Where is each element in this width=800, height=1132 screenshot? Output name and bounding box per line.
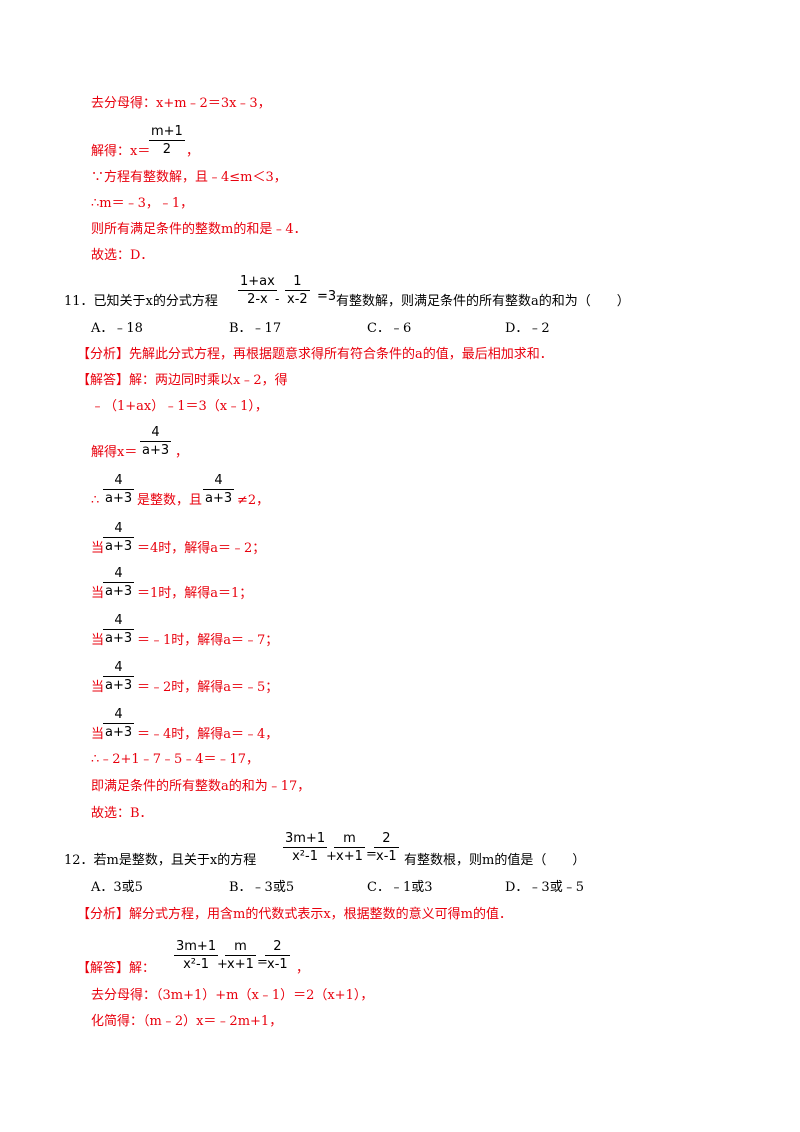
case-result: ＝﹣2时，解得a＝﹣5； <box>137 680 279 695</box>
q11-cond-end: ≠2， <box>237 493 270 508</box>
q11-stem-end: 有整数解，则满足条件的所有整数a的和为（ ） <box>336 294 630 309</box>
q12-answer-intro: 【解答】解： <box>77 961 156 976</box>
case-result: ＝﹣4时，解得a＝﹣4， <box>137 727 279 742</box>
q12-step-2: 化简得：（m﹣2）x＝﹣2m+1， <box>91 1014 283 1029</box>
q12-answer-comma: ， <box>296 961 310 976</box>
q11-solution-label: 解得x＝ <box>91 445 138 460</box>
case-result: ＝﹣1时，解得a＝﹣7； <box>137 633 279 648</box>
q11-solution-fraction: 4 a+3 <box>140 425 172 458</box>
q11-cond-prefix: ∴ <box>91 493 100 508</box>
answer-choice: 故选：D． <box>91 248 154 263</box>
q12-answer-equals: = <box>257 955 268 970</box>
case-fraction: 4 a+3 <box>103 660 135 693</box>
q12-answer-fraction-2: m x+1 <box>225 939 256 972</box>
q12-option-b[interactable]: B．﹣3或5 <box>229 880 295 895</box>
q12-answer-fraction-1: 3m+1 x²-1 <box>174 939 219 972</box>
case-prefix: 当 <box>91 680 105 695</box>
sum-statement: 则所有满足条件的整数m的和是﹣4． <box>91 222 307 237</box>
case-result: ＝1时，解得a＝1； <box>137 586 253 601</box>
q11-cond-fraction-2: 4 a+3 <box>203 473 235 506</box>
q11-sum: ∴﹣2+1﹣7﹣5﹣4＝﹣17， <box>91 752 260 767</box>
case-prefix: 当 <box>91 727 105 742</box>
q11-option-d[interactable]: D．﹣2 <box>505 321 550 336</box>
q11-equals: =3 <box>317 289 337 304</box>
q12-option-d[interactable]: D．﹣3或﹣5 <box>505 880 584 895</box>
q12-answer-plus: + <box>217 957 228 972</box>
case-fraction: 4 a+3 <box>103 566 135 599</box>
q11-conclusion: 即满足条件的所有整数a的和为﹣17， <box>91 779 311 794</box>
q11-choice: 故选：B． <box>91 806 153 821</box>
q12-fraction-3: 2 x-1 <box>374 831 399 864</box>
q12-stem-end: 有整数根，则m的值是（ ） <box>404 853 586 868</box>
solution-comma: ， <box>186 144 200 159</box>
q11-cond-middle: 是整数，且 <box>137 493 203 508</box>
solution-fraction: m+1 2 <box>149 124 185 157</box>
q11-cond-fraction-1: 4 a+3 <box>103 473 135 506</box>
integer-condition: ∵方程有整数解，且﹣4≤m＜3， <box>91 170 287 185</box>
q11-fraction-1: 1+ax 2-x <box>238 274 277 307</box>
case-prefix: 当 <box>91 541 105 556</box>
q11-step-1: ﹣（1+ax）﹣1＝3（x﹣1）， <box>91 399 268 414</box>
q12-option-a[interactable]: A．3或5 <box>91 880 143 895</box>
step-clear-denominator: 去分母得：x+m﹣2＝3x﹣3， <box>91 96 271 111</box>
case-prefix: 当 <box>91 586 105 601</box>
q12-fraction-2: m x+1 <box>334 831 365 864</box>
case-prefix: 当 <box>91 633 105 648</box>
m-values: ∴m＝﹣3，﹣1， <box>91 196 194 211</box>
q12-analysis: 【分析】解分式方程，用含m的代数式表示x，根据整数的意义可得m的值． <box>77 907 512 922</box>
case-result: ＝4时，解得a＝﹣2； <box>137 541 266 556</box>
q11-answer-intro: 【解答】解：两边同时乘以x﹣2，得 <box>77 373 288 388</box>
q12-option-c[interactable]: C．﹣1或3 <box>367 880 433 895</box>
q12-stem: 12．若m是整数，且关于x的方程 <box>64 853 257 868</box>
q11-stem: 11．已知关于x的分式方程 <box>64 294 218 309</box>
q11-fraction-2: 1 x-2 <box>285 274 310 307</box>
q12-answer-fraction-3: 2 x-1 <box>265 939 290 972</box>
q12-step-1: 去分母得：（3m+1）+m（x﹣1）＝2（x+1）， <box>91 988 374 1003</box>
q11-option-b[interactable]: B．﹣17 <box>229 321 282 336</box>
q12-equals: = <box>366 847 377 862</box>
q11-minus: - <box>275 292 280 307</box>
q11-solution-comma: ， <box>175 445 189 460</box>
q12-fraction-1: 3m+1 x²-1 <box>283 831 328 864</box>
q11-option-a[interactable]: A．﹣18 <box>91 321 143 336</box>
case-fraction: 4 a+3 <box>103 707 135 740</box>
q12-plus: + <box>326 849 337 864</box>
q11-option-c[interactable]: C．﹣6 <box>367 321 412 336</box>
solution-label: 解得：x＝ <box>91 144 151 159</box>
case-fraction: 4 a+3 <box>103 613 135 646</box>
q11-analysis: 【分析】先解此分式方程，再根据题意求得所有符合条件的a的值，最后相加求和． <box>77 347 553 362</box>
case-fraction: 4 a+3 <box>103 521 135 554</box>
